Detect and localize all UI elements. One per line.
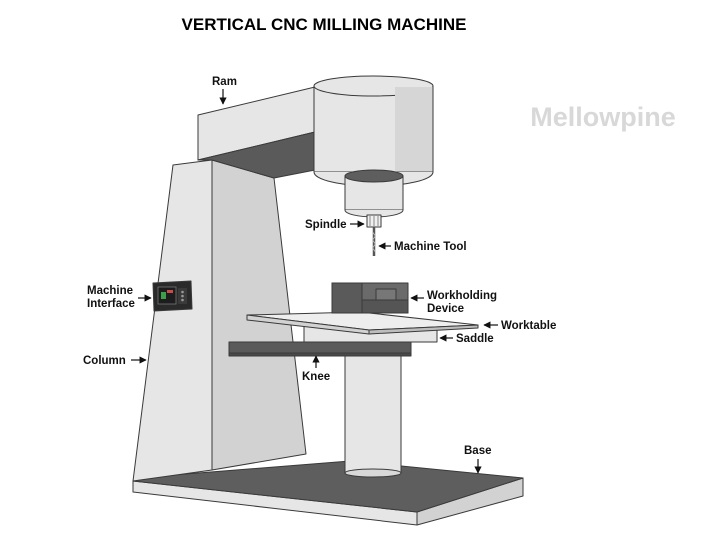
page-title: VERTICAL CNC MILLING MACHINE bbox=[182, 15, 467, 34]
label-workholding-line2: Device bbox=[427, 303, 464, 315]
label-machine-tool: Machine Tool bbox=[378, 241, 467, 253]
label-base-text: Base bbox=[464, 445, 492, 457]
label-column: Column bbox=[83, 355, 147, 367]
watermark: Mellowpine bbox=[530, 102, 676, 132]
label-saddle: Saddle bbox=[439, 333, 494, 345]
ram-part bbox=[197, 75, 434, 187]
label-machine-tool-text: Machine Tool bbox=[394, 241, 467, 253]
label-knee: Knee bbox=[302, 355, 330, 383]
worktable-part bbox=[246, 311, 479, 335]
machine-interface-panel bbox=[152, 280, 193, 312]
knee-column bbox=[344, 349, 402, 478]
label-spindle: Spindle bbox=[305, 219, 365, 231]
label-knee-text: Knee bbox=[302, 371, 330, 383]
label-base: Base bbox=[464, 445, 492, 474]
base-part bbox=[132, 460, 524, 526]
label-saddle-text: Saddle bbox=[456, 333, 494, 345]
label-column-text: Column bbox=[83, 355, 126, 367]
label-worktable: Worktable bbox=[483, 320, 556, 332]
spindle-housing bbox=[344, 169, 404, 256]
label-ram-text: Ram bbox=[212, 76, 237, 88]
label-workholding: Workholding Device bbox=[410, 290, 497, 315]
label-worktable-text: Worktable bbox=[501, 320, 556, 332]
label-machine-interface-line2: Interface bbox=[87, 298, 135, 310]
label-workholding-line1: Workholding bbox=[427, 290, 497, 302]
label-ram: Ram bbox=[212, 76, 237, 105]
workholding-part bbox=[331, 282, 409, 314]
label-spindle-text: Spindle bbox=[305, 219, 347, 231]
label-machine-interface-line1: Machine bbox=[87, 285, 133, 297]
label-machine-interface: Machine Interface bbox=[87, 285, 152, 310]
